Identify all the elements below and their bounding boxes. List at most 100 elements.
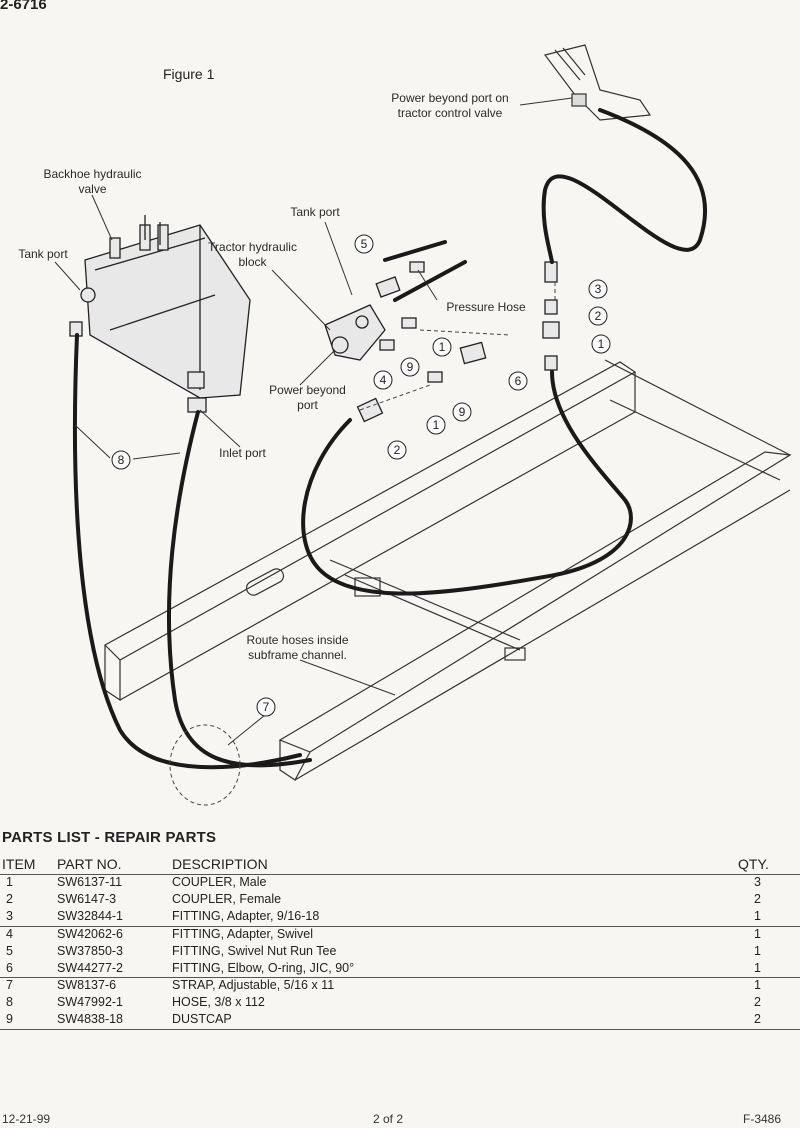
svg-text:3: 3 [595,282,602,296]
cell-item: 2 [6,892,13,906]
connection-lines [169,282,556,806]
cell-qty: 1 [754,961,761,975]
callout-tank-port-block: Tank port [290,205,340,219]
bubble-8: 8 [111,450,131,470]
callout-power-beyond-port: Power beyond port [269,383,346,412]
cell-qty: 1 [754,944,761,958]
footer-date: 12-21-99 [2,1112,51,1126]
bubble-2-top: 2 [588,306,608,326]
cell-description: FITTING, Elbow, O-ring, JIC, 90° [172,961,355,975]
cell-part-no: SW42062-6 [57,927,124,941]
cell-item: 5 [6,944,13,958]
cell-part-no: SW6147-3 [57,892,117,906]
callout-inlet-port: Inlet port [219,446,266,460]
table-row: 9 SW4838-18 DUSTCAP 2 [0,1012,800,1029]
svg-text:2: 2 [394,443,401,457]
bubble-3: 3 [588,279,608,299]
bubble-1-mid: 1 [432,337,452,357]
cell-part-no: SW32844-1 [57,909,124,923]
table-row: 2 SW6147-3 COUPLER, Female 2 [0,892,800,909]
table-row: 5 SW37850-3 FITTING, Swivel Nut Run Tee … [0,944,800,961]
cell-qty: 3 [754,875,761,889]
cell-qty: 1 [754,909,761,923]
cell-description: STRAP, Adjustable, 5/16 x 11 [172,978,335,992]
bubble-5: 5 [354,234,374,254]
svg-text:9: 9 [459,405,466,419]
backhoe-valve [80,215,251,399]
table-rule-top [0,874,800,875]
footer-page-number: 2 of 2 [373,1112,404,1126]
header-description: DESCRIPTION [172,856,268,872]
bubble-9-low: 9 [452,402,472,422]
hoses [72,108,707,770]
cell-qty: 1 [754,927,761,941]
svg-text:4: 4 [380,373,387,387]
svg-text:6: 6 [515,374,522,388]
svg-text:2: 2 [595,309,602,323]
subframe [104,359,792,781]
callout-route-hoses: Route hoses inside subframe channel. [246,633,349,662]
bubble-4: 4 [373,370,393,390]
parts-list-title: PARTS LIST - REPAIR PARTS [2,829,217,846]
figure-label: Figure 1 [163,66,215,82]
tractor-hydraulic-block [69,261,560,423]
header-item: ITEM [2,856,36,872]
cell-description: FITTING, Adapter, 9/16-18 [172,909,320,923]
cell-item: 9 [6,1012,13,1026]
cell-part-no: SW44277-2 [57,961,124,975]
bubble-6: 6 [508,371,528,391]
table-row: 8 SW47992-1 HOSE, 3/8 x 112 2 [0,995,800,1012]
tractor-control-valve [543,44,652,121]
table-row: 4 SW42062-6 FITTING, Adapter, Swivel 1 [0,927,800,944]
cell-description: COUPLER, Female [172,892,282,906]
cell-description: FITTING, Adapter, Swivel [172,927,314,941]
callout-power-beyond-tractor: Power beyond port on tractor control val… [391,91,509,120]
table-row: 3 SW32844-1 FITTING, Adapter, 9/16-18 1 [0,909,800,926]
callout-tank-port-left: Tank port [18,247,68,261]
bubble-2-low: 2 [387,440,407,460]
cell-part-no: SW4838-18 [57,1012,124,1026]
svg-text:5: 5 [361,237,368,251]
svg-text:7: 7 [263,700,270,714]
svg-text:1: 1 [598,337,605,351]
cell-description: DUSTCAP [172,1012,232,1026]
cell-description: COUPLER, Male [172,875,267,889]
svg-text:8: 8 [118,453,125,467]
leader-lines [54,97,573,746]
cell-qty: 2 [754,1012,761,1026]
table-row: 1 SW6137-11 COUPLER, Male 3 [0,875,800,892]
cell-item: 3 [6,909,13,923]
cell-qty: 1 [754,978,761,992]
hydraulic-diagram: 5 3 2 1 1 4 9 6 1 9 2 8 7 [54,44,792,806]
cell-item: 7 [6,978,13,992]
bubble-1-low: 1 [426,415,446,435]
callout-pressure-hose: Pressure Hose [446,300,526,314]
bubble-7: 7 [256,697,276,717]
bubble-9-top: 9 [400,357,420,377]
cell-qty: 2 [754,995,761,1009]
cell-item: 8 [6,995,13,1009]
item-bubbles: 5 3 2 1 1 4 9 6 1 9 2 8 7 [111,234,611,717]
svg-text:1: 1 [433,418,440,432]
table-row: 7 SW8137-6 STRAP, Adjustable, 5/16 x 11 … [0,978,800,995]
cell-item: 4 [6,927,13,941]
table-rule-group-2 [0,977,800,978]
footer-form-number: F-3486 [743,1112,782,1126]
header-qty: QTY. [738,856,769,872]
callout-backhoe-valve: Backhoe hydraulic valve [43,167,142,196]
header-part-no: PART NO. [57,856,122,872]
svg-text:1: 1 [439,340,446,354]
cell-item: 1 [6,875,13,889]
cell-description: HOSE, 3/8 x 112 [172,995,265,1009]
bubble-1-right: 1 [591,334,611,354]
cell-part-no: SW6137-11 [57,875,123,889]
cell-description: FITTING, Swivel Nut Run Tee [172,944,337,958]
table-row: 6 SW44277-2 FITTING, Elbow, O-ring, JIC,… [0,961,800,978]
table-rule-group-1 [0,926,800,927]
svg-text:9: 9 [407,360,414,374]
callout-tractor-block: Tractor hydraulic block [208,240,297,269]
cell-part-no: SW8137-6 [57,978,117,992]
cell-item: 6 [6,961,13,975]
cell-qty: 2 [754,892,761,906]
document-id: 2-6716 [0,0,47,13]
